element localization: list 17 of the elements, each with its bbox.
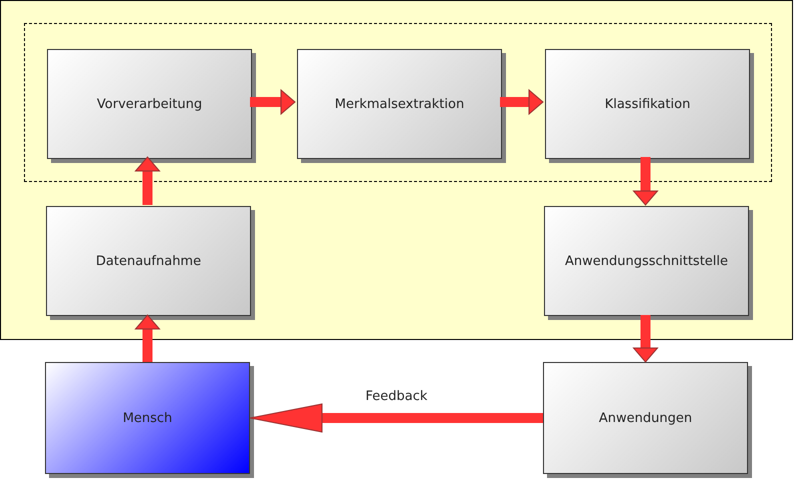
box-label: Vorverarbeitung: [96, 96, 204, 112]
box-label: Merkmalsextraktion: [334, 96, 466, 112]
block-arrow: [500, 90, 544, 114]
box-label: Datenaufnahme: [94, 254, 202, 268]
block-arrow: [135, 156, 160, 205]
box-label: Anwendungsschnittstelle: [564, 254, 730, 268]
highlight-area: [0, 0, 793, 340]
box-label: Anwendungen: [598, 410, 694, 426]
block-arrow: [633, 315, 658, 362]
dashed-group-frame: [24, 23, 772, 182]
edge-label: Feedback: [364, 389, 428, 404]
block-arrow: [250, 404, 543, 432]
box-label: Mensch: [122, 410, 174, 426]
box-label: Klassifikation: [604, 96, 692, 112]
block-arrow: [633, 157, 658, 206]
block-arrow: [135, 314, 160, 362]
block-arrow: [250, 90, 296, 114]
